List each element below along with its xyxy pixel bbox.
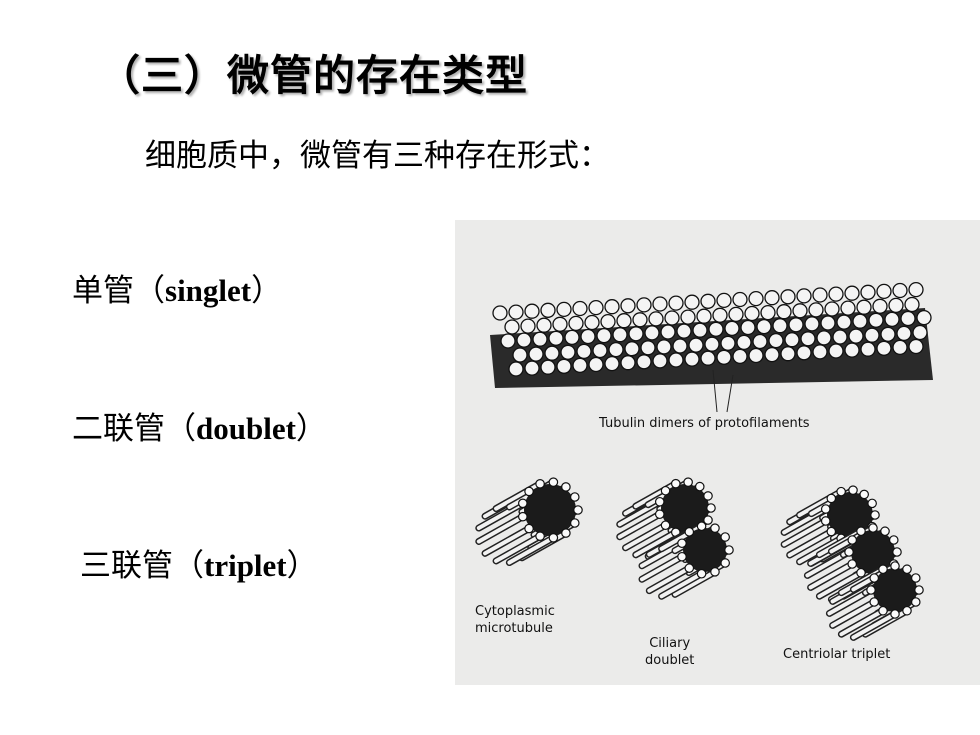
caption-line: doublet xyxy=(645,653,695,668)
item-latin-label: doublet xyxy=(196,411,296,446)
item-latin-label: triplet xyxy=(204,548,287,583)
microtubule-illustration xyxy=(475,281,933,641)
list-item-singlet: 单管（singlet） xyxy=(72,265,282,310)
protofilament-lattice xyxy=(490,281,933,388)
item-close-paren: ） xyxy=(286,548,318,584)
caption-line: Cytoplasmic xyxy=(475,604,555,619)
microtubule-figure: Tubulin dimers of protofilaments Cytopla… xyxy=(455,220,980,685)
triplet-microtubule-drawing xyxy=(780,485,924,641)
caption-centriolar: Centriolar triplet xyxy=(783,647,891,662)
caption-protofilaments: Tubulin dimers of protofilaments xyxy=(599,416,810,431)
slide-subtitle: 细胞质中，微管有三种存在形式： xyxy=(145,138,610,174)
singlet-microtubule-drawing xyxy=(475,477,583,567)
list-item-doublet: 二联管（doublet） xyxy=(72,403,327,448)
caption-line: Ciliary xyxy=(649,636,691,651)
list-item-triplet: 三联管（triplet） xyxy=(80,540,318,585)
item-chinese-label: 二联管（ xyxy=(72,411,196,447)
caption-line: microtubule xyxy=(475,621,553,636)
item-close-paren: ） xyxy=(251,273,283,309)
doublet-microtubule-drawing xyxy=(616,477,734,600)
caption-cytoplasmic: Cytoplasmic microtubule xyxy=(475,603,555,637)
item-close-paren: ） xyxy=(295,411,327,447)
item-latin-label: singlet xyxy=(165,273,252,308)
slide-title: （三）微管的存在类型 xyxy=(98,51,529,100)
item-chinese-label: 三联管（ xyxy=(80,548,204,584)
leader-lines xyxy=(712,369,734,413)
item-chinese-label: 单管（ xyxy=(72,273,165,309)
caption-ciliary: Ciliary doublet xyxy=(645,635,694,669)
